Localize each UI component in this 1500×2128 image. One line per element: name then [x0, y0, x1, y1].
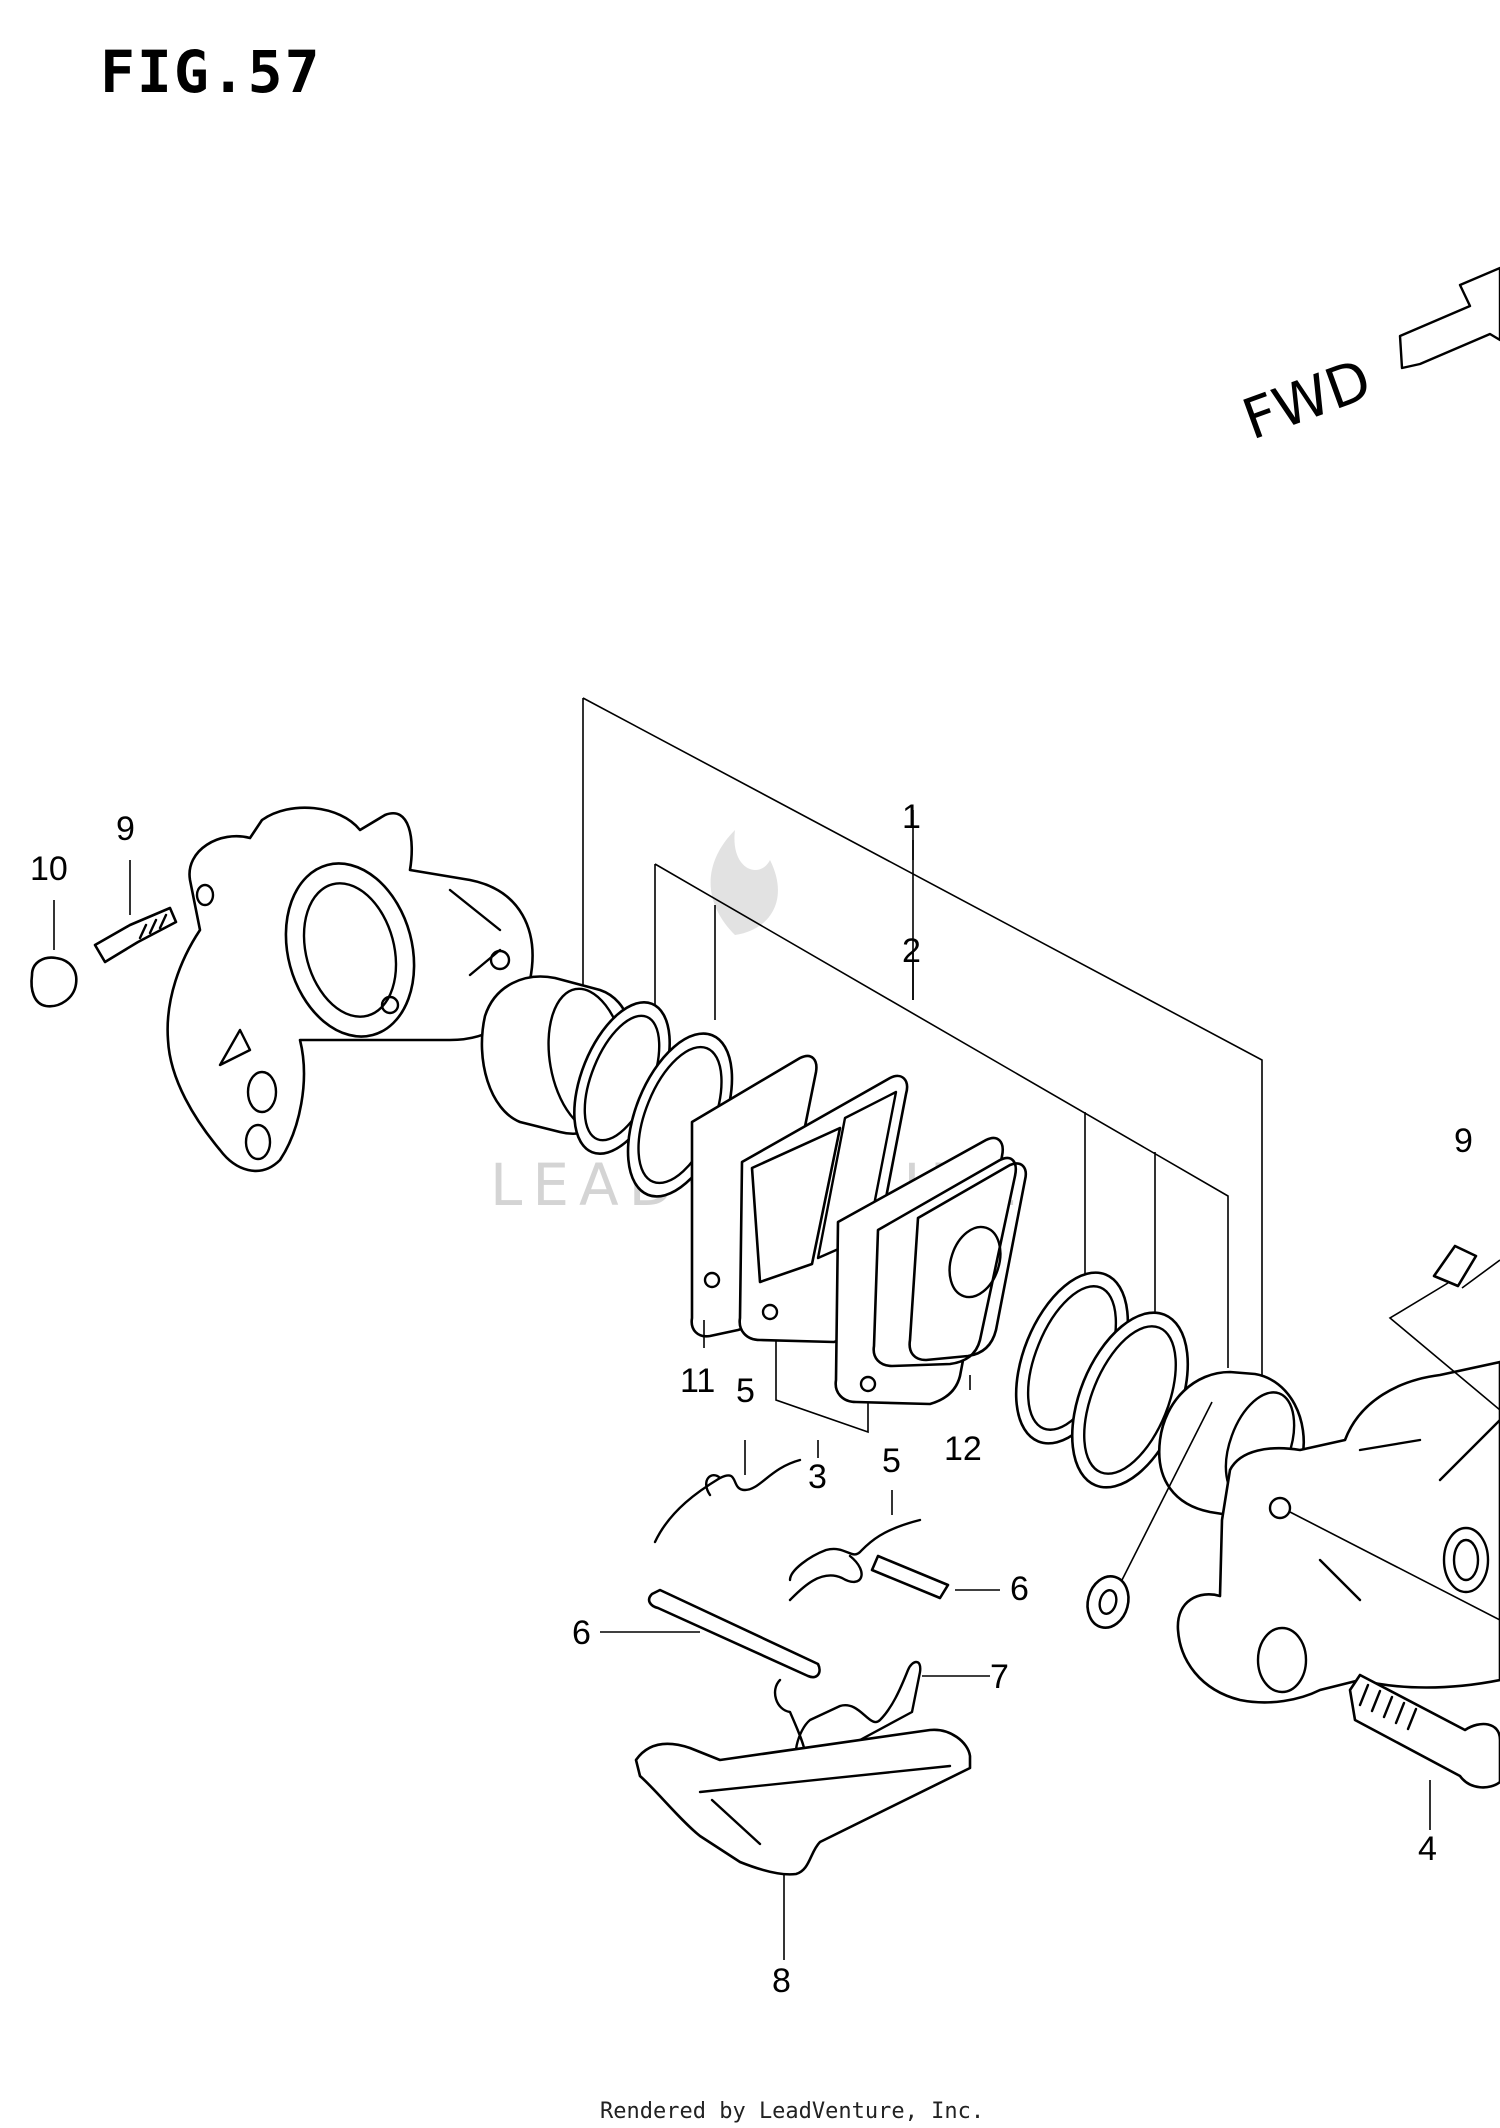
fwd-label: FWD: [1235, 347, 1380, 453]
figure-title: FIG.57: [100, 38, 322, 106]
assembly-brackets: [582, 697, 1263, 1378]
callout-1: 1: [902, 798, 921, 836]
callout-leaders: [53, 840, 971, 1458]
bleeder-cap: [30, 956, 78, 1008]
pad-shim-12: [908, 1162, 1028, 1362]
pin-bolt: [1348, 1673, 1500, 1830]
callout-labels: 1 2 3 4 5 5 6 6 7 8 9 9 10 11 12: [30, 798, 1473, 2000]
bracket-item-2: [654, 863, 1229, 1368]
pad-spring-right: [788, 1490, 922, 1602]
callout-6-upper: 6: [1010, 1570, 1029, 1608]
brake-pad-12: [834, 1136, 1018, 1406]
forward-direction-indicator: FWD: [1235, 266, 1500, 453]
callout-9-right: 9: [1454, 1122, 1473, 1160]
callout-5-right: 5: [882, 1442, 901, 1480]
callout-10: 10: [30, 850, 68, 888]
caliper-cover: [634, 1728, 972, 1960]
footer-credit: Rendered by LeadVenture, Inc.: [600, 2099, 984, 2124]
callout-5-left: 5: [736, 1372, 755, 1410]
callout-8: 8: [772, 1962, 791, 2000]
callout-4: 4: [1418, 1830, 1437, 1868]
washer: [1086, 1401, 1213, 1629]
callout-12: 12: [944, 1430, 982, 1468]
pad-spring-left: [653, 1440, 802, 1544]
bleeder-screw-right: [1388, 1244, 1500, 1411]
callout-9-left: 9: [116, 810, 135, 848]
pad-pin-upper: [870, 1554, 1000, 1600]
caliper-body-left: [166, 806, 534, 1173]
callout-7: 7: [990, 1658, 1009, 1696]
callout-6-lower: 6: [572, 1614, 591, 1652]
watermark-flame-icon: [710, 830, 778, 935]
bleeder-screw-left: [93, 906, 178, 964]
caliper-body-right: [1176, 1360, 1500, 1704]
callout-11: 11: [680, 1362, 715, 1400]
fwd-arrow-icon: [1398, 266, 1500, 370]
bracket-item-1: [582, 697, 1263, 1378]
callout-3: 3: [808, 1458, 827, 1496]
callout-2: 2: [902, 932, 921, 970]
pad-pin-lower: [600, 1588, 821, 1679]
